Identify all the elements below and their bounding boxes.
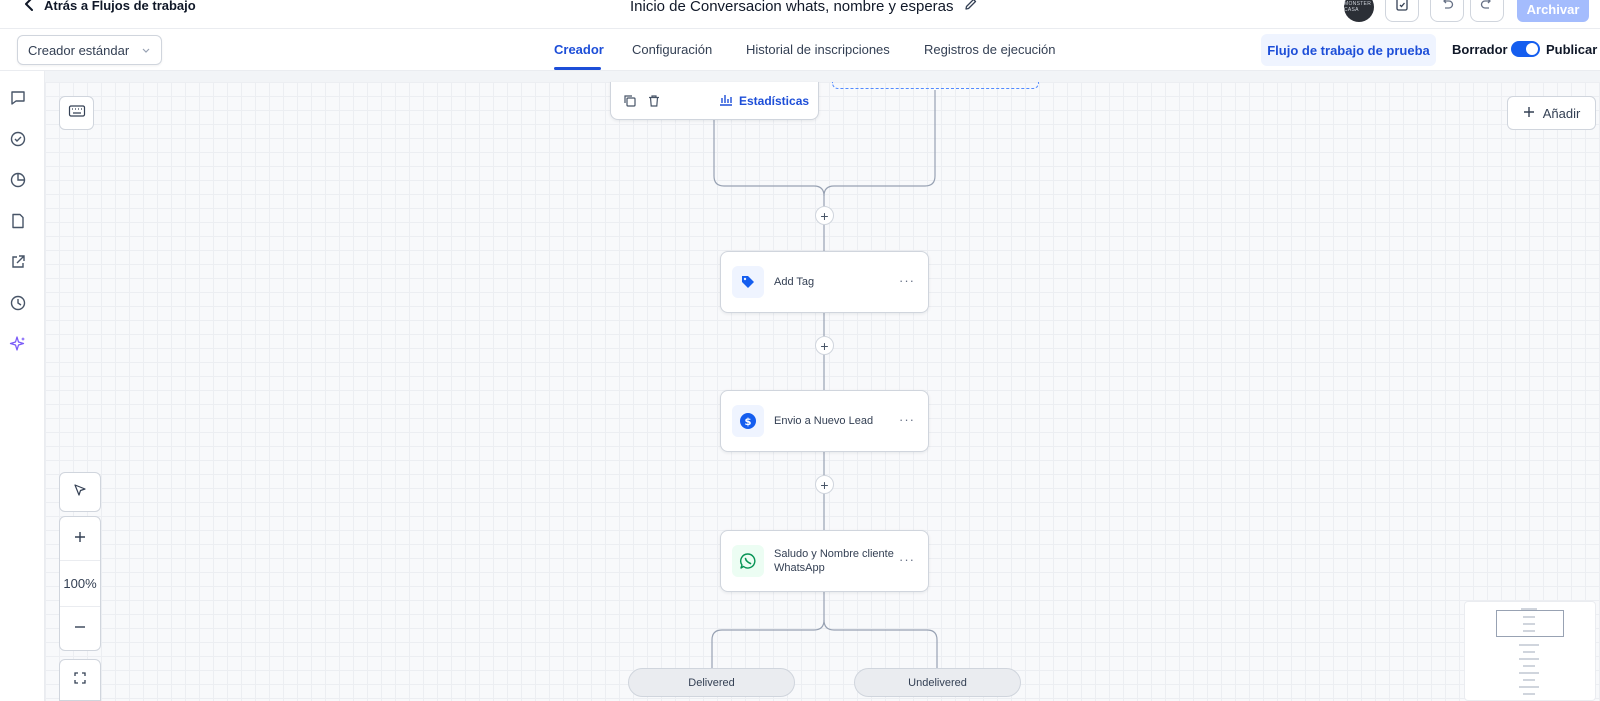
tag-icon <box>732 266 764 298</box>
external-link-icon[interactable] <box>9 253 27 271</box>
publish-label: Publicar <box>1546 42 1598 57</box>
minimap[interactable] <box>1464 601 1596 701</box>
ai-sparkle-icon[interactable] <box>9 335 27 353</box>
select-tool-button[interactable] <box>59 472 101 512</box>
more-options-icon[interactable]: ··· <box>899 552 915 567</box>
tab-registros-ejecucion[interactable]: Registros de ejecución <box>924 42 1056 57</box>
dollar-icon: $ <box>732 405 764 437</box>
workflow-checklist-button[interactable] <box>1385 0 1419 22</box>
undo-icon <box>1439 0 1455 17</box>
check-circle-icon[interactable] <box>9 130 27 148</box>
builder-mode-select[interactable]: Creador estándar <box>17 35 162 65</box>
redo-icon <box>1479 0 1495 17</box>
zoom-out-button[interactable] <box>60 607 100 650</box>
active-tab-indicator <box>554 67 601 70</box>
previous-node-card[interactable]: Estadísticas <box>610 82 819 120</box>
svg-text:$: $ <box>745 417 752 428</box>
chevron-left-icon <box>24 0 36 14</box>
keyboard-shortcuts-button[interactable] <box>59 96 94 130</box>
node-label: Add Tag <box>774 276 815 288</box>
tab-creador[interactable]: Creador <box>554 42 604 57</box>
statistics-label: Estadísticas <box>739 93 810 108</box>
draft-label: Borrador <box>1452 42 1508 57</box>
tab-bar: Creador estándar Creador Configuración H… <box>0 29 1600 71</box>
builder-mode-value: Creador estándar <box>28 42 130 58</box>
more-options-icon[interactable]: ··· <box>899 273 915 288</box>
branch-undelivered[interactable]: Undelivered <box>854 668 1021 697</box>
branch-delivered[interactable]: Delivered <box>628 668 795 697</box>
tab-configuracion[interactable]: Configuración <box>632 42 713 57</box>
zoom-level: 100% <box>60 561 100 607</box>
add-step-button[interactable]: + <box>815 336 834 355</box>
statistics-link[interactable]: Estadísticas <box>719 92 809 109</box>
add-step-button[interactable]: + <box>815 206 834 225</box>
zoom-out-icon <box>74 621 86 636</box>
top-bar: Atrás a Flujos de trabajo Inicio de Conv… <box>0 0 1600 29</box>
workflow-title-text: Inicio de Conversacion whats, nombre y e… <box>630 0 954 15</box>
workflow-title[interactable]: Inicio de Conversacion whats, nombre y e… <box>630 0 978 15</box>
redo-button[interactable] <box>1470 0 1504 22</box>
copy-icon[interactable] <box>623 94 637 113</box>
workflow-node-envio-nuevo-lead[interactable]: $ Envio a Nuevo Lead ··· <box>720 390 929 452</box>
workflow-node-whatsapp[interactable]: Saludo y Nombre cliente WhatsApp ··· <box>720 530 929 592</box>
undo-button[interactable] <box>1430 0 1464 22</box>
workflow-node-add-tag[interactable]: Add Tag ··· <box>720 251 929 313</box>
back-label: Atrás a Flujos de trabajo <box>44 0 196 13</box>
minimap-viewport[interactable] <box>1496 610 1564 637</box>
add-button[interactable]: Añadir <box>1507 96 1596 130</box>
keyboard-icon <box>68 104 86 123</box>
avatar[interactable]: MONSTER CASA <box>1344 0 1374 22</box>
pie-chart-icon[interactable] <box>9 171 27 189</box>
chat-icon[interactable] <box>9 89 27 107</box>
plus-icon <box>1523 106 1535 121</box>
tab-historial-inscripciones[interactable]: Historial de inscripciones <box>746 42 890 57</box>
left-rail <box>0 71 45 701</box>
archive-button[interactable]: Archivar <box>1517 0 1589 22</box>
zoom-in-icon <box>74 531 86 546</box>
node-label: Envio a Nuevo Lead <box>774 415 874 427</box>
cursor-icon <box>73 483 87 502</box>
publish-toggle[interactable] <box>1511 41 1540 57</box>
chevron-down-icon <box>141 43 151 58</box>
whatsapp-icon <box>732 545 764 577</box>
more-options-icon[interactable]: ··· <box>899 412 915 427</box>
fit-view-button[interactable] <box>59 659 101 701</box>
expand-icon <box>73 671 87 690</box>
clipboard-check-icon <box>1394 0 1410 17</box>
placeholder-branch-card[interactable] <box>832 82 1039 89</box>
add-step-button[interactable]: + <box>815 475 834 494</box>
history-icon[interactable] <box>9 294 27 312</box>
canvas-top-gap <box>45 71 1600 82</box>
back-to-workflows-link[interactable]: Atrás a Flujos de trabajo <box>24 0 196 14</box>
bar-chart-icon <box>719 92 733 109</box>
pencil-icon[interactable] <box>964 0 978 15</box>
node-label: Saludo y Nombre cliente WhatsApp <box>774 548 894 574</box>
add-label: Añadir <box>1542 105 1581 121</box>
zoom-controls: 100% <box>59 516 101 651</box>
file-icon[interactable] <box>9 212 27 230</box>
zoom-in-button[interactable] <box>60 517 100 561</box>
test-workflow-button[interactable]: Flujo de trabajo de prueba <box>1261 34 1436 66</box>
trash-icon[interactable] <box>647 94 661 113</box>
